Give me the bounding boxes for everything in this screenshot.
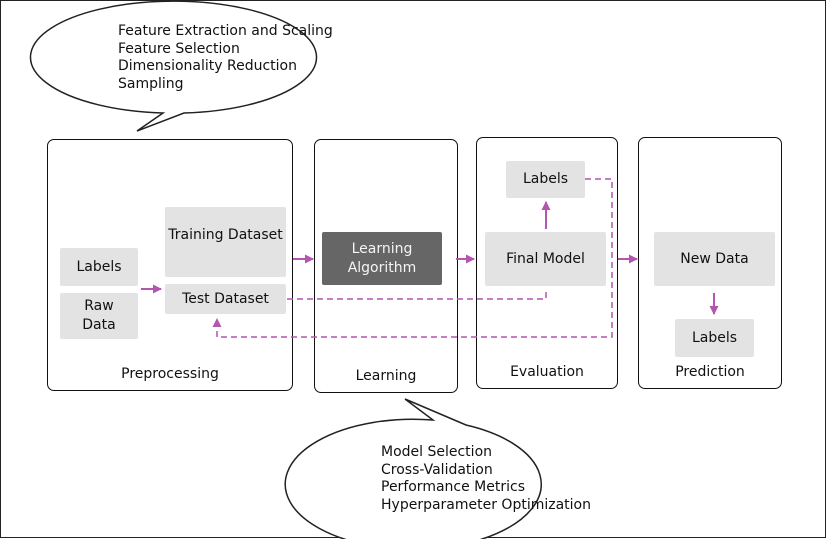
raw-data-box: Raw Data xyxy=(60,293,138,339)
final-model-text: Final Model xyxy=(506,250,585,267)
prediction-labels-text: Labels xyxy=(691,329,738,346)
prediction-title: Prediction xyxy=(675,364,745,380)
callout-item: Hyperparameter Optimization xyxy=(381,496,591,513)
labels-box: Labels xyxy=(60,248,138,286)
final-model-box: Final Model xyxy=(485,232,606,286)
learning-callout-bubble xyxy=(284,398,542,539)
preprocessing-title: Preprocessing xyxy=(121,366,219,382)
test-dataset-box: Test Dataset xyxy=(165,284,286,314)
callout-item: Dimensionality Reduction xyxy=(118,58,297,75)
new-data-text: New Data xyxy=(680,250,749,267)
prediction-labels-box: Labels xyxy=(675,319,754,357)
callout-item: Sampling xyxy=(118,75,184,92)
dashed-labels-to-test xyxy=(212,178,613,338)
new-data-box: New Data xyxy=(654,232,775,286)
evaluation-labels-box: Labels xyxy=(506,161,585,198)
learning-callout-text: Model Selection Cross-Validation Perform… xyxy=(381,444,591,514)
labels-box-text: Labels xyxy=(76,258,122,275)
preprocessing-callout-bubble xyxy=(29,1,318,132)
dashed-test-to-model xyxy=(287,289,547,300)
preprocessing-callout-text: Feature Extraction and Scaling Feature S… xyxy=(118,23,333,93)
raw-data-box-text: Raw Data xyxy=(82,298,116,333)
test-dataset-text: Test Dataset xyxy=(182,290,269,307)
callout-item: Model Selection xyxy=(381,444,493,460)
callout-item: Feature Extraction and Scaling xyxy=(118,23,333,39)
evaluation-title: Evaluation xyxy=(510,364,584,380)
learning-algorithm-text: Learning Algorithm xyxy=(347,240,417,276)
evaluation-labels-text: Labels xyxy=(522,171,569,188)
callout-item: Cross-Validation xyxy=(381,461,493,478)
callout-item: Feature Selection xyxy=(118,40,240,57)
training-dataset-box: Training Dataset xyxy=(165,207,286,277)
learning-algorithm-box: Learning Algorithm xyxy=(322,232,442,285)
learning-title: Learning xyxy=(355,368,417,384)
callout-item: Performance Metrics xyxy=(381,479,525,496)
training-dataset-text: Training Dataset xyxy=(168,227,283,243)
